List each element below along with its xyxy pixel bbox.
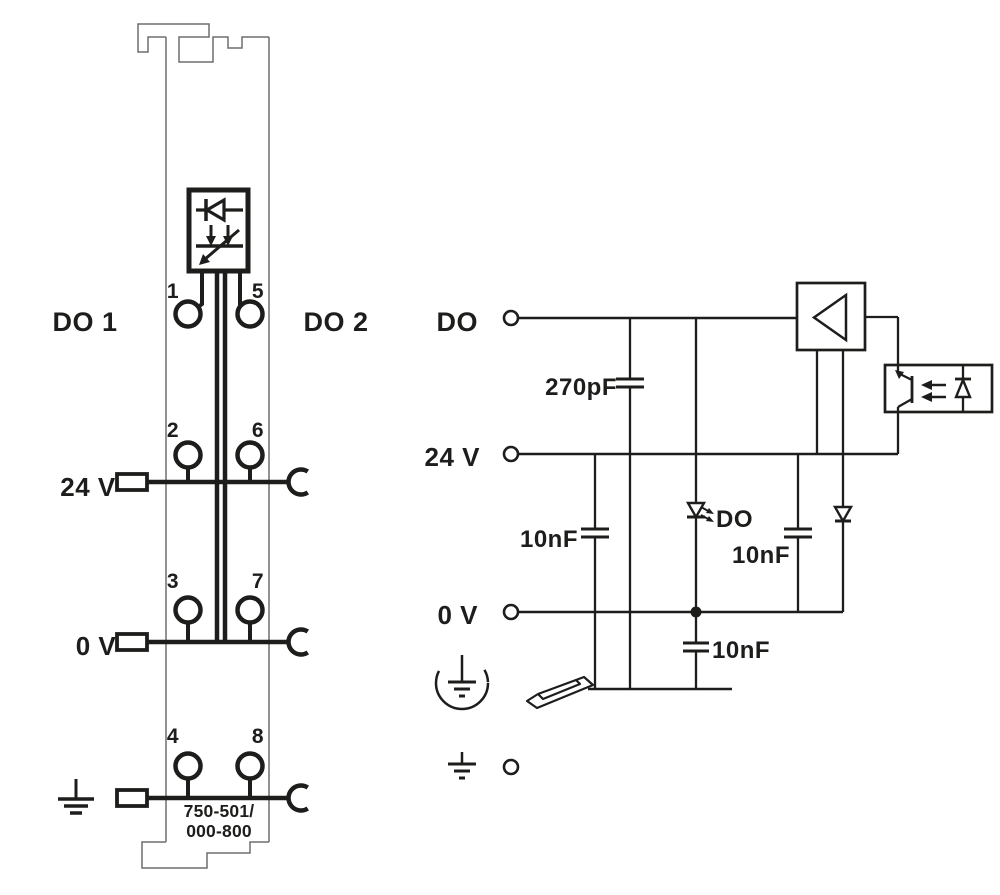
contact-3 — [173, 595, 203, 625]
push-in-connector — [115, 788, 149, 808]
driver-box — [795, 281, 867, 352]
part-number-line1: 750-501/ — [184, 801, 255, 821]
push-in-connector — [115, 632, 149, 652]
clamp-contact-icon — [286, 467, 310, 497]
label-10nf-ground: 10nF — [712, 637, 770, 664]
circuit-schematic: DO 24 V 0 V 270pF 10nF DO 10nF 10nF — [425, 281, 994, 780]
earth-ground-icon — [448, 752, 476, 780]
label-led-do: DO — [716, 506, 753, 533]
do-terminal — [502, 309, 520, 327]
terminal-earth — [502, 758, 520, 776]
terminal-0v — [502, 603, 520, 621]
clamp-contact-icon — [286, 627, 310, 657]
schematic-label-0v: 0 V — [437, 600, 478, 630]
contact-number: 8 — [252, 725, 264, 748]
module-label-24v: 24 V — [60, 472, 116, 502]
push-in-connector — [115, 472, 149, 492]
din-rail-icon — [525, 675, 595, 710]
module-label-do2: DO 2 — [303, 307, 368, 337]
contact-number: 5 — [252, 280, 264, 303]
module-label-0v: 0 V — [76, 631, 117, 661]
module-top-profile — [137, 23, 269, 63]
module-internal-wires — [186, 271, 252, 798]
bus-earth — [115, 783, 310, 813]
contact-7 — [235, 595, 265, 625]
contact-number: 6 — [252, 419, 264, 442]
contact-6 — [235, 440, 265, 470]
module-outline — [137, 23, 270, 869]
light-emission-arrows-icon — [700, 506, 714, 522]
contact-1 — [173, 299, 203, 329]
capacitor-10nf-driver — [784, 454, 812, 612]
contact-4 — [173, 751, 203, 781]
module-bottom-profile — [141, 841, 269, 869]
led-diode-icon — [954, 365, 972, 412]
contact-number: 7 — [252, 570, 264, 593]
status-led-icon — [685, 501, 714, 522]
phototransistor-icon — [895, 365, 914, 412]
led-arrows-icon — [196, 225, 243, 265]
contact-8 — [235, 751, 265, 781]
driver-triangle-icon — [811, 292, 848, 343]
contact-2 — [173, 440, 203, 470]
capacitor-10nf-ground — [683, 612, 709, 689]
schematic-label-do: DO — [437, 307, 479, 337]
terminal-24v — [502, 445, 520, 463]
earth-ground-icon — [58, 779, 94, 815]
optocoupler-box — [883, 363, 994, 414]
capacitor-10nf-supply — [581, 454, 609, 689]
io-module: 1 5 2 6 3 7 4 8 DO 1 DO 2 24 V 0 V 750-5… — [52, 23, 368, 869]
contact-number: 3 — [167, 570, 179, 593]
bus-0v — [115, 627, 310, 657]
shield-earth-icon — [434, 655, 490, 711]
contact-5 — [235, 299, 265, 329]
label-10nf-supply: 10nF — [520, 526, 578, 553]
part-number-line2: 000-800 — [186, 821, 252, 841]
clamp-contact-icon — [286, 783, 310, 813]
contact-number: 4 — [167, 725, 179, 748]
diode-icon — [196, 197, 243, 223]
contact-circles — [173, 299, 265, 781]
status-led-branch — [683, 318, 714, 689]
label-270pf: 270pF — [545, 374, 617, 401]
contact-number: 1 — [167, 280, 179, 303]
diode-icon — [832, 505, 854, 612]
light-arrows-icon — [921, 380, 946, 402]
led-indicator-box — [186, 187, 251, 274]
schematic-label-24v: 24 V — [425, 442, 481, 472]
bus-24v — [115, 467, 310, 497]
module-label-do1: DO 1 — [52, 307, 117, 337]
capacitor-270pf — [616, 318, 644, 689]
label-10nf-driver: 10nF — [732, 542, 790, 569]
contact-number: 2 — [167, 419, 179, 442]
